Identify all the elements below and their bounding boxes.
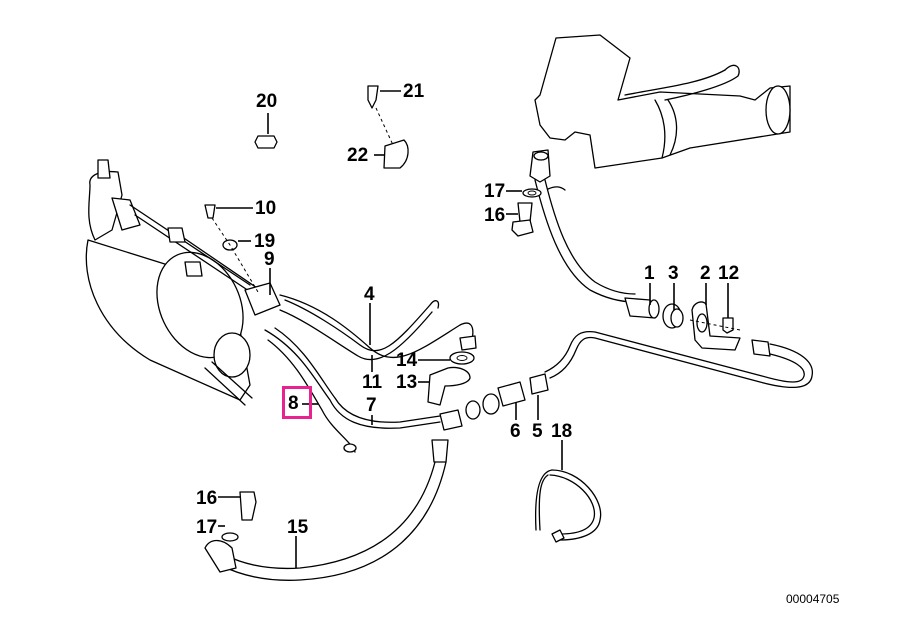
callout-1[interactable]: 1 (644, 263, 655, 284)
callout-11[interactable]: 11 (362, 372, 383, 393)
callout-10[interactable]: 10 (255, 198, 277, 219)
callout-12[interactable]: 12 (718, 263, 740, 284)
callout-16-lower[interactable]: 16 (196, 488, 218, 509)
callout-6[interactable]: 6 (510, 421, 521, 442)
callout-7[interactable]: 7 (366, 395, 377, 416)
banjo-bolt-upper (511, 188, 542, 237)
callout-22[interactable]: 22 (347, 145, 369, 166)
callout-19[interactable]: 19 (254, 231, 276, 252)
slave-cylinder-lines (129, 204, 281, 316)
callout-20[interactable]: 20 (256, 91, 278, 112)
steel-line-right (544, 330, 813, 389)
grommet-bracket (427, 351, 475, 406)
bracket-assembly (624, 297, 771, 357)
small-parts-top (254, 85, 409, 169)
drawing-number: 00004705 (786, 592, 840, 606)
callout-5[interactable]: 5 (532, 421, 543, 442)
callout-4[interactable]: 4 (364, 284, 375, 305)
callout-8[interactable]: 8 (288, 393, 299, 414)
master-cylinder-line (529, 149, 636, 303)
callout-21[interactable]: 21 (403, 81, 425, 102)
callout-14[interactable]: 14 (396, 350, 418, 371)
callout-17-lower[interactable]: 17 (196, 517, 218, 538)
callout-16-upper[interactable]: 16 (484, 205, 506, 226)
callout-9[interactable]: 9 (264, 249, 275, 270)
callout-13[interactable]: 13 (396, 372, 418, 393)
cable-tie (534, 469, 602, 543)
callout-18[interactable]: 18 (551, 421, 573, 442)
callout-2[interactable]: 2 (700, 263, 711, 284)
highlighted-part-box (282, 386, 312, 419)
slave-cylinder-body (85, 159, 253, 406)
hoses-center (264, 294, 477, 453)
handlebar-master-cylinder (534, 34, 791, 169)
callout-17-upper[interactable]: 17 (484, 181, 506, 202)
fittings-5-6 (465, 373, 549, 420)
callout-3[interactable]: 3 (668, 263, 679, 284)
callout-15[interactable]: 15 (287, 517, 309, 538)
leader-lines (216, 90, 729, 568)
hose-lower (204, 439, 449, 581)
